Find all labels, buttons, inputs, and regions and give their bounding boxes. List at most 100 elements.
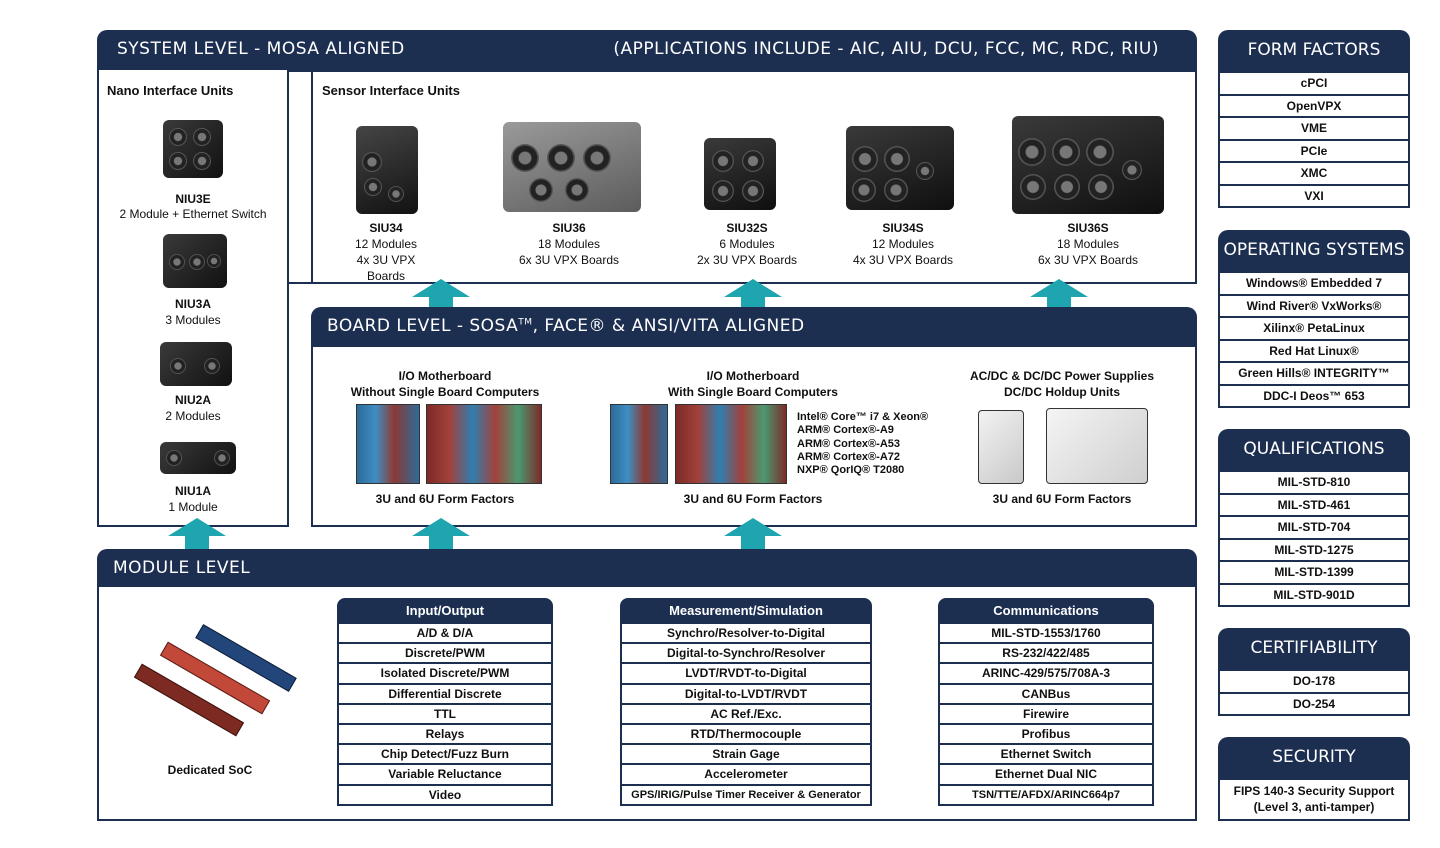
operating-systems-header: OPERATING SYSTEMS — [1218, 230, 1410, 271]
io-item: Video — [339, 783, 551, 804]
communications-item: ARINC-429/575/708A-3 — [940, 662, 1152, 682]
measurement-item: Accelerometer — [622, 763, 870, 783]
niu3a-name: NIU3A — [174, 297, 211, 311]
form-factor-item: OpenVPX — [1220, 93, 1408, 117]
qualification-item: MIL-STD-1275 — [1220, 537, 1408, 561]
niu2a-name: NIU2A — [174, 393, 211, 407]
os-item: Green Hills® INTEGRITY™ — [1220, 361, 1408, 384]
module-level-header: MODULE LEVEL — [97, 549, 1197, 587]
niu2a-desc: 2 Modules — [165, 409, 221, 423]
measurement-item: Digital-to-LVDT/RVDT — [622, 682, 870, 703]
col2-footer: 3U and 6U Form Factors — [683, 492, 823, 506]
siu36s-modules: 18 Modules — [1056, 237, 1120, 251]
certifiability-item: DO-254 — [1220, 691, 1408, 715]
niu1a-desc: 1 Module — [168, 500, 218, 514]
qualification-item: MIL-STD-461 — [1220, 492, 1408, 516]
io-item: Chip Detect/Fuzz Burn — [339, 743, 551, 763]
form-factors-list: cPCI OpenVPX VME PCIe XMC VXI — [1218, 71, 1410, 208]
communications-item: Ethernet Dual NIC — [940, 763, 1152, 783]
siu32s-image — [704, 138, 776, 210]
siu36-image — [503, 122, 641, 212]
siu36-modules: 18 Modules — [537, 237, 601, 251]
form-factors-header: FORM FACTORS — [1218, 30, 1410, 71]
communications-item: Ethernet Switch — [940, 743, 1152, 763]
board-title-tm: TM — [518, 317, 533, 328]
io-item: Differential Discrete — [339, 682, 551, 703]
processor-item: ARM® Cortex®-A72 — [797, 450, 901, 463]
communications-item: RS-232/422/485 — [940, 642, 1152, 662]
system-level-title: SYSTEM LEVEL - MOSA ALIGNED — [117, 39, 405, 59]
measurement-item: LVDT/RVDT-to-Digital — [622, 662, 870, 682]
niu2a-image — [160, 342, 232, 386]
niu1a-name: NIU1A — [174, 484, 211, 498]
siu34s-boards: 4x 3U VPX Boards — [852, 253, 954, 267]
io-item: Variable Reluctance — [339, 763, 551, 783]
siu36s-caption: SIU36S 18 Modules 6x 3U VPX Boards — [1028, 220, 1148, 268]
io-no-sbc-line1: I/O Motherboard — [398, 369, 492, 383]
measurement-item: Strain Gage — [622, 743, 870, 763]
measurement-item: Digital-to-Synchro/Resolver — [622, 642, 870, 662]
communications-item: Firewire — [940, 702, 1152, 723]
security-text: FIPS 140-3 Security Support (Level 3, an… — [1220, 778, 1408, 815]
niu3e-desc: 2 Module + Ethernet Switch — [119, 207, 267, 221]
qualification-item: MIL-STD-901D — [1220, 582, 1408, 606]
communications-item: TSN/TTE/AFDX/ARINC664p7 — [940, 783, 1152, 804]
measurement-item: Synchro/Resolver-to-Digital — [622, 622, 870, 642]
certifiability-list: DO-178 DO-254 — [1218, 669, 1410, 716]
processor-item: ARM® Cortex®-A53 — [797, 437, 901, 450]
siu36s-image — [1012, 116, 1164, 214]
siu34s-caption: SIU34S 12 Modules 4x 3U VPX Boards — [843, 220, 963, 268]
security-line1: FIPS 140-3 Security Support — [1233, 784, 1395, 798]
power-line1: AC/DC & DC/DC Power Supplies — [969, 369, 1155, 383]
communications-item: Profibus — [940, 722, 1152, 743]
qualification-item: MIL-STD-704 — [1220, 515, 1408, 538]
io-board-large-image — [426, 404, 542, 484]
sbc-board-large-image — [675, 404, 787, 484]
siu36s-name: SIU36S — [1067, 221, 1109, 235]
communications-item: MIL-STD-1553/1760 — [940, 622, 1152, 642]
measurement-table-title: Measurement/Simulation — [620, 598, 872, 622]
io-item: Relays — [339, 722, 551, 743]
qualification-item: MIL-STD-810 — [1220, 470, 1408, 493]
measurement-item: RTD/Thermocouple — [622, 722, 870, 743]
board-title-main: BOARD LEVEL - SOSA — [327, 316, 519, 336]
board-level-header: BOARD LEVEL - SOSATM, FACE® & ANSI/VITA … — [311, 307, 1197, 347]
applications-text: (APPLICATIONS INCLUDE - AIC, AIU, DCU, F… — [613, 39, 1159, 59]
system-level-header: SYSTEM LEVEL - MOSA ALIGNED (APPLICATION… — [97, 30, 1197, 72]
form-factor-item: PCIe — [1220, 138, 1408, 162]
security-line2: (Level 3, anti-tamper) — [1253, 800, 1375, 814]
communications-table-title: Communications — [938, 598, 1154, 622]
sensor-units-title: Sensor Interface Units — [322, 83, 460, 98]
siu34-boards: 4x 3U VPX Boards — [356, 253, 416, 283]
power-supplies-title: AC/DC & DC/DC Power Supplies DC/DC Holdu… — [940, 368, 1184, 400]
niu1a-image — [160, 442, 236, 474]
siu34s-modules: 12 Modules — [871, 237, 935, 251]
processor-item: NXP® QorIQ® T2080 — [797, 464, 905, 477]
soc-label: Dedicated SoC — [167, 763, 253, 777]
measurement-item: AC Ref./Exc. — [622, 702, 870, 723]
niu3a-image — [163, 234, 227, 288]
board-title-rest: , FACE® & ANSI/VITA ALIGNED — [532, 316, 805, 336]
niu3e-name: NIU3E — [175, 192, 211, 206]
io-no-sbc-line2: Without Single Board Computers — [350, 385, 540, 399]
io-motherboard-sbc-title: I/O Motherboard With Single Board Comput… — [638, 368, 868, 400]
col3-footer: 3U and 6U Form Factors — [992, 492, 1132, 506]
siu36-boards: 6x 3U VPX Boards — [518, 253, 620, 267]
io-sbc-line2: With Single Board Computers — [668, 385, 838, 399]
processor-list: Intel® Core™ i7 & Xeon® ARM® Cortex®-A9 … — [797, 411, 928, 477]
siu32s-boards: 2x 3U VPX Boards — [696, 253, 798, 267]
form-factor-item: XMC — [1220, 161, 1408, 184]
siu32s-modules: 6 Modules — [719, 237, 775, 251]
io-item: TTL — [339, 702, 551, 723]
security-box: FIPS 140-3 Security Support (Level 3, an… — [1218, 778, 1410, 821]
siu34-name: SIU34 — [369, 221, 403, 235]
module-level-title: MODULE LEVEL — [113, 558, 251, 578]
siu36-name: SIU36 — [552, 221, 586, 235]
security-header: SECURITY — [1218, 737, 1410, 778]
form-factor-item: VME — [1220, 116, 1408, 139]
measurement-item: GPS/IRIG/Pulse Timer Receiver & Generato… — [622, 783, 870, 804]
io-motherboard-no-sbc-title: I/O Motherboard Without Single Board Com… — [330, 368, 560, 400]
certifiability-item: DO-178 — [1220, 669, 1408, 692]
niu3a-desc: 3 Modules — [165, 313, 221, 327]
os-item: DDC-I Deos™ 653 — [1220, 383, 1408, 407]
